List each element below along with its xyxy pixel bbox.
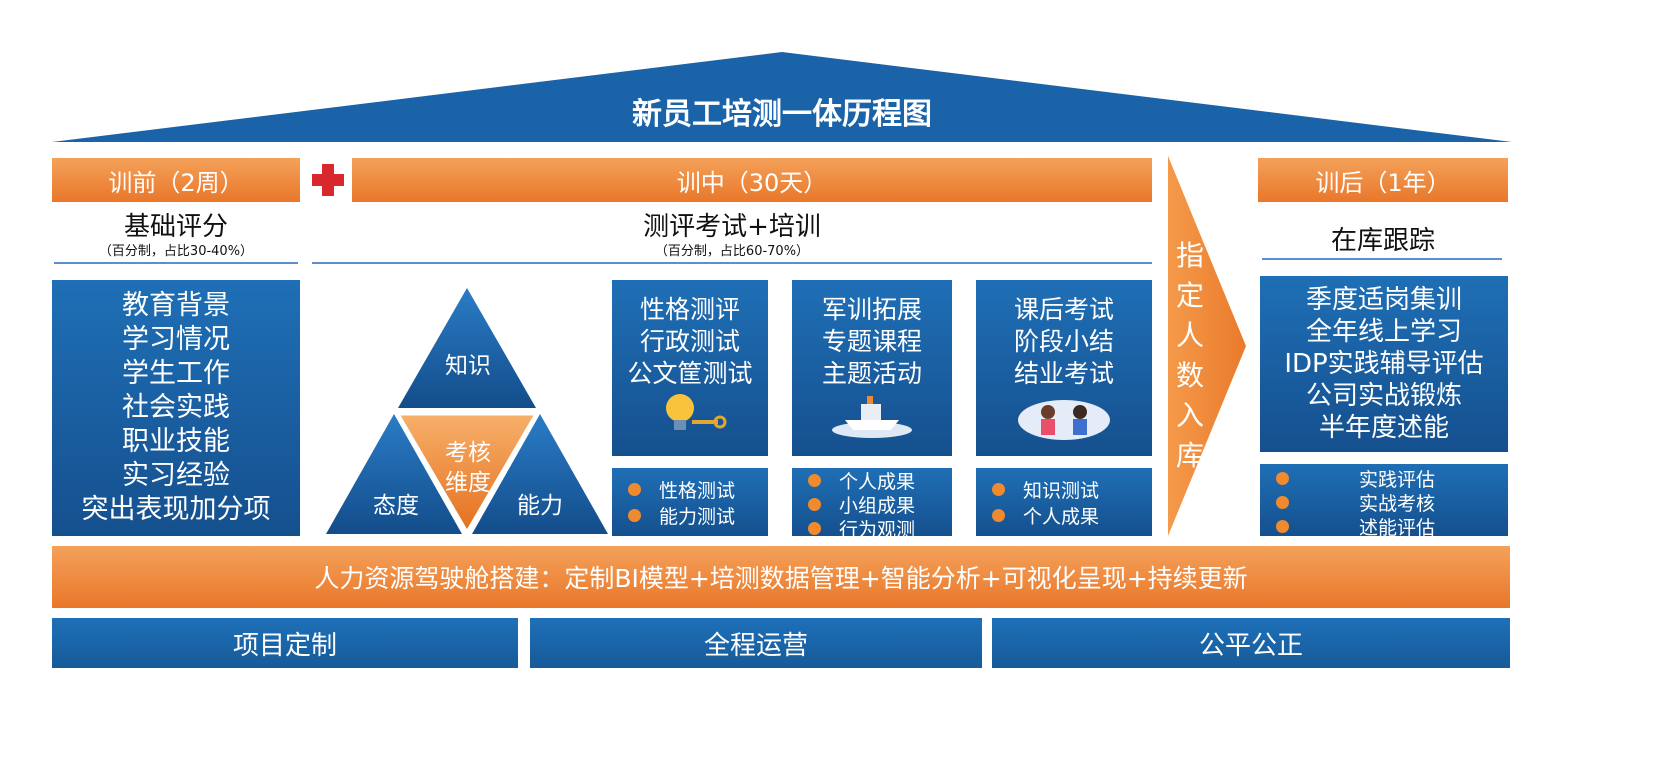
bullet-dot (808, 497, 821, 511)
post-item: 季度适岗集训 (1305, 285, 1462, 315)
bullet-dot (1276, 495, 1289, 509)
pyramid-center-label: 考核 维度 (445, 440, 491, 496)
assessment-pyramid (326, 288, 608, 535)
storage-arrow (1168, 156, 1246, 536)
pre-item: 突出表现加分项 (81, 494, 271, 525)
mid-bullets-3: 知识测试 个人成果 (976, 468, 1152, 536)
pyramid-top-label: 知识 (445, 353, 491, 379)
phase-pre-label: 训前（2周） (52, 158, 300, 202)
post-item: 半年度述能 (1318, 413, 1449, 443)
card-line: 课后考试 (1013, 295, 1114, 324)
post-item: IDP实践辅导评估 (1284, 349, 1484, 379)
arrow-label: 指定人数入库 (1175, 239, 1204, 472)
mid-divider (312, 262, 1152, 264)
study-people-icon (1018, 400, 1110, 440)
mid-bullets-1: 性格测试 能力测试 (612, 468, 768, 536)
post-item: 全年线上学习 (1305, 317, 1462, 347)
bullet-dot (808, 473, 821, 487)
card-line: 行政测试 (639, 327, 740, 356)
ship-icon (832, 396, 912, 438)
post-items-box: 季度适岗集训 全年线上学习 IDP实践辅导评估 公司实战锻炼 半年度述能 (1260, 276, 1508, 452)
pre-item: 学生工作 (122, 358, 230, 389)
card-line: 军训拓展 (821, 295, 922, 324)
mid-bullets-2: 个人成果 小组成果 行为观测 (792, 468, 952, 536)
pre-item: 教育背景 (122, 290, 230, 321)
bullet-item: 小组成果 (808, 492, 952, 517)
pyramid-left (326, 414, 462, 534)
pre-note: （百分制，占比30-40%） (98, 244, 254, 259)
bullet-item: 实战考核 (1276, 490, 1508, 515)
lightbulb-key-icon (666, 394, 727, 430)
post-subtitle: 在库跟踪 (1330, 226, 1435, 256)
pre-divider (54, 262, 298, 264)
card-line: 主题活动 (821, 359, 922, 388)
footer-item-fairness: 公平公正 (992, 618, 1510, 668)
bullet-dot (992, 482, 1005, 496)
bullet-dot (628, 482, 641, 496)
plus-cross-icon (308, 160, 348, 200)
footer-item-custom: 项目定制 (52, 618, 518, 668)
pyramid-right (472, 414, 608, 534)
mid-card-2: 军训拓展 专题课程 主题活动 (792, 280, 952, 456)
pre-item: 学习情况 (122, 324, 230, 355)
bullet-item: 述能评估 (1276, 514, 1508, 536)
bullet-dot (1276, 471, 1289, 485)
pyramid-right-label: 能力 (517, 493, 563, 519)
phase-post-label: 训后（1年） (1258, 158, 1508, 202)
bullet-dot (628, 508, 641, 522)
pre-item: 职业技能 (122, 426, 230, 457)
footer-item-operation: 全程运营 (530, 618, 982, 668)
bullet-item: 实践评估 (1276, 466, 1508, 491)
mid-card-3: 课后考试 阶段小结 结业考试 (976, 280, 1152, 456)
pyramid-top (398, 288, 536, 408)
card-line: 性格测评 (639, 295, 740, 324)
hr-cockpit-banner: 人力资源驾驶舱搭建：定制BI模型+培测数据管理+智能分析+可视化呈现+持续更新 (52, 546, 1510, 608)
card-line: 结业考试 (1013, 359, 1114, 388)
phase-mid-label: 训中（30天） (352, 158, 1152, 202)
pre-item: 社会实践 (122, 392, 230, 423)
page-title: 新员工培测一体历程图 (632, 97, 932, 132)
card-line: 公文筐测试 (627, 359, 753, 388)
bullet-item: 性格测试 (628, 476, 768, 502)
bullet-dot (808, 521, 821, 535)
bullet-dot (992, 508, 1005, 522)
mid-card-1: 性格测评 行政测试 公文筐测试 (612, 280, 768, 456)
bullet-item: 行为观测 (808, 516, 952, 536)
bullet-item: 个人成果 (992, 502, 1152, 528)
post-bullets: 实践评估 实战考核 述能评估 (1260, 464, 1508, 536)
pre-item: 实习经验 (122, 460, 230, 491)
bullet-item: 知识测试 (992, 476, 1152, 502)
bullet-item: 能力测试 (628, 502, 768, 528)
post-item: 公司实战锻炼 (1305, 381, 1462, 411)
bullet-item: 个人成果 (808, 468, 952, 493)
card-line: 专题课程 (821, 327, 922, 356)
mid-subtitle: 测评考试+培训 (643, 212, 821, 242)
bullet-dot (1276, 519, 1289, 533)
pre-items-box: 教育背景 学习情况 学生工作 社会实践 职业技能 实习经验 突出表现加分项 (52, 280, 300, 536)
post-divider (1262, 258, 1502, 260)
pyramid-left-label: 态度 (373, 493, 419, 519)
pre-subtitle: 基础评分 (123, 212, 228, 242)
card-line: 阶段小结 (1013, 327, 1114, 356)
pyramid-center (395, 412, 539, 535)
mid-note: （百分制，占比60-70%） (654, 244, 810, 259)
roof (52, 52, 1512, 142)
